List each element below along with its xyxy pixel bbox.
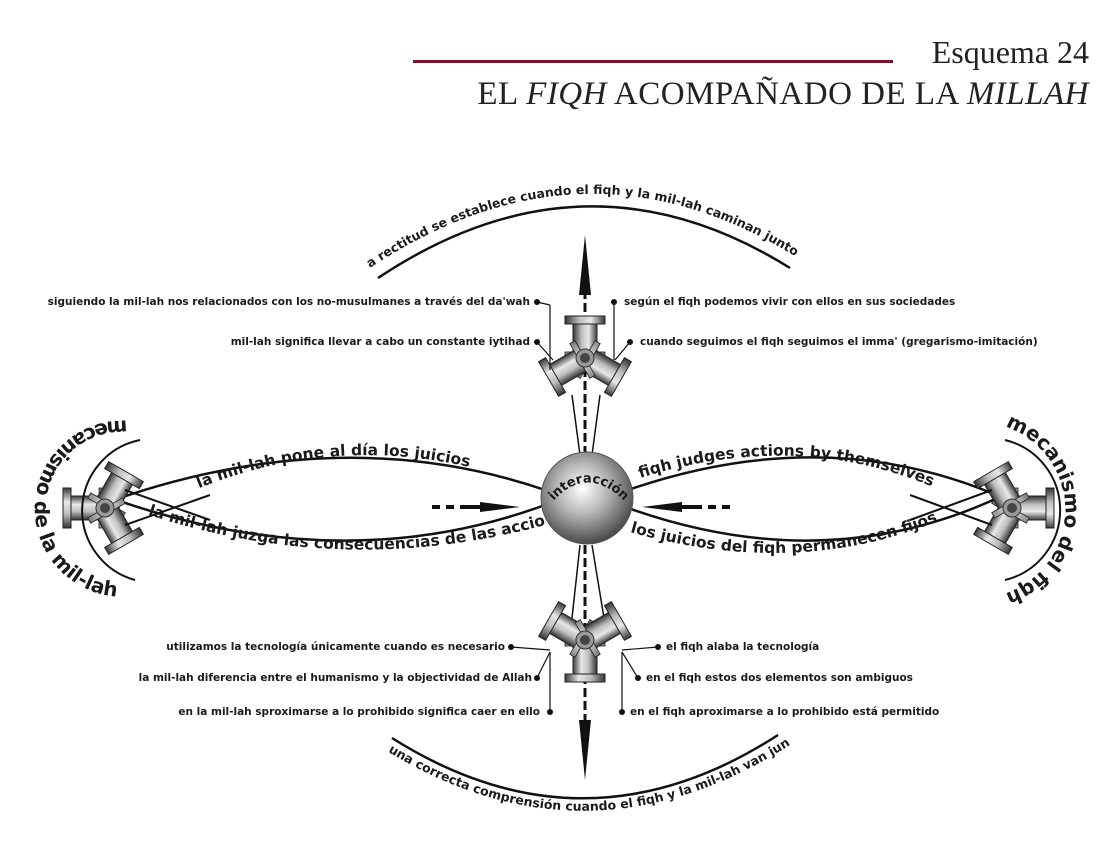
scheme-number: Esquema 24 [931,34,1089,70]
left-lower-curve [107,495,546,542]
top-arc [377,205,791,280]
right-upper-curve [627,456,1009,502]
top-left-note: siguiendo la mil-lah nos relacionados co… [48,296,530,308]
bottom-left-note: utilizamos la tecnología únicamente cuan… [166,641,505,653]
top-right-note: cuando seguimos el fiqh seguimos el imma… [640,336,1038,348]
bottom-arc [391,733,779,800]
bottom-left-note: la mil-lah diferencia entre el humanismo… [139,672,532,684]
arrow-left-dashed-icon [642,502,730,512]
arrow-up-icon [579,235,591,295]
right-mechanism-arc [1004,439,1062,581]
right-lower-label: los juicios del fiqh permanecen fijos [629,508,939,557]
left-upper-label: la mil-lah pone al día los juicios [194,441,473,492]
title-part-italic: FIQH [526,76,607,112]
interaction-sphere-icon [540,451,634,545]
arrow-down-icon [579,720,591,780]
right-mechanism-icon [973,461,1055,555]
top-arc-label: la rectitud se establece cuando el fiqh … [0,0,802,271]
title-part: EL [477,76,527,112]
header-rule [413,60,893,63]
top-right-note: según el fiqh podemos vivir con ellos en… [624,296,955,308]
left-mechanism-icon [62,461,144,555]
bottom-right-note: el fiqh alaba la tecnología [666,641,819,653]
bottom-right-note: en el fiqh estos dos elementos son ambig… [646,672,913,684]
bottom-arc-label: hay una correcta comprensión cuando el f… [0,0,792,814]
arrow-right-dashed-icon [432,502,520,512]
bottom-left-note: en la mil-lah sproximarse a lo prohibido… [178,706,540,718]
bottom-right-note: en el fiqh aproximarse a lo prohibido es… [630,706,939,718]
left-mechanism-arc [81,439,141,581]
right-upper-label: fiqh judges actions by themselves [636,442,937,491]
left-upper-curve [107,456,546,504]
top-left-note: mil-lah significa llevar a cabo un const… [231,336,530,348]
page-title: EL FIQH ACOMPAÑADO DE LA MILLAH [477,76,1089,113]
left-lower-label: la mil-lah juzga las consecuencias de la… [0,0,547,554]
title-part: ACOMPAÑADO DE LA [606,76,967,112]
title-part-italic: MILLAH [966,76,1089,112]
